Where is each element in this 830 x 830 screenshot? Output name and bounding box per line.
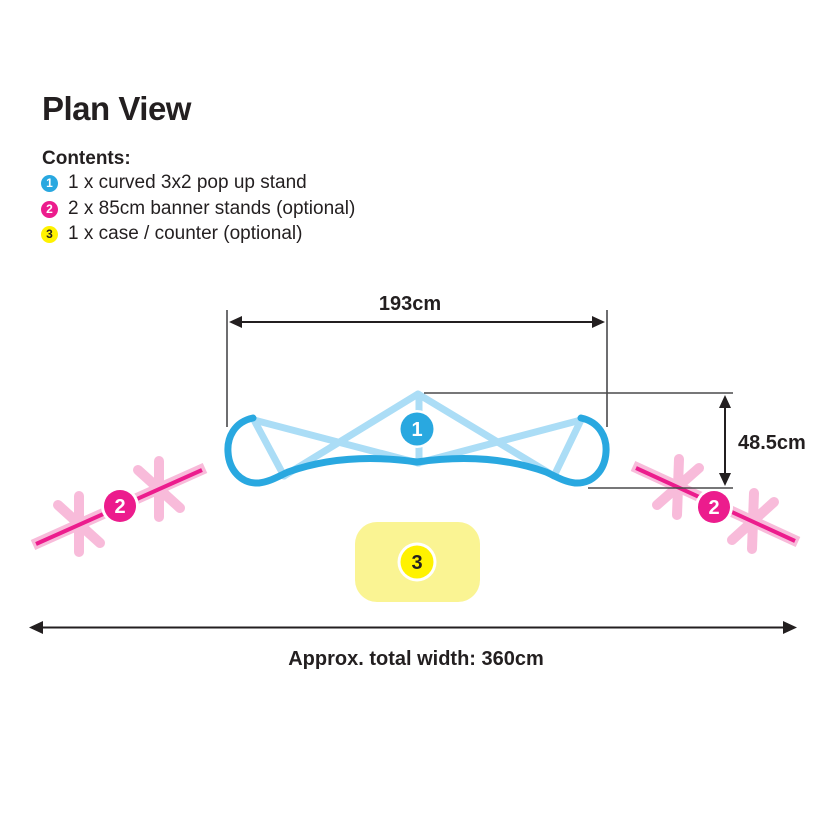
dimension-stand-depth: 48.5cm xyxy=(424,392,806,489)
marker-2-label: 2 xyxy=(114,496,125,518)
banner-stand-left: 2 xyxy=(30,456,208,557)
total-width-label: Approx. total width: 360cm xyxy=(288,648,544,670)
arrowhead-right-icon xyxy=(783,621,797,634)
stand-depth-label: 48.5cm xyxy=(738,432,806,454)
contents-item-label: 1 x curved 3x2 pop up stand xyxy=(68,172,307,193)
arrowhead-right-icon xyxy=(592,316,605,328)
marker-1-badge: 1 xyxy=(398,410,436,448)
marker-3-label: 3 xyxy=(411,552,422,574)
marker-3-icon: 3 xyxy=(41,225,58,243)
marker-2-badge: 2 xyxy=(101,487,139,525)
contents-item-label: 2 x 85cm banner stands (optional) xyxy=(68,198,356,219)
contents-item-label: 1 x case / counter (optional) xyxy=(68,223,303,244)
dimension-stand-width: 193cm xyxy=(226,293,608,427)
arrowhead-left-icon xyxy=(29,621,43,634)
contents-item-popup-stand: 1 1 x curved 3x2 pop up stand xyxy=(41,172,307,193)
banner-stand-right: 2 xyxy=(630,454,801,554)
contents-item-banner-stands: 2 2 x 85cm banner stands (optional) xyxy=(41,198,356,219)
marker-1-icon: 1 xyxy=(41,174,58,192)
marker-3-badge: 3 xyxy=(397,542,437,582)
arrowhead-up-icon xyxy=(719,395,731,408)
popup-stand-frame xyxy=(224,414,610,487)
case-counter: 3 xyxy=(355,522,480,602)
page-title: Plan View xyxy=(42,90,191,127)
popup-stand: 1 xyxy=(224,390,610,487)
arrowhead-left-icon xyxy=(229,316,242,328)
marker-2-icon: 2 xyxy=(41,200,58,218)
dimension-total-width: Approx. total width: 360cm xyxy=(29,621,797,670)
marker-1-label: 1 xyxy=(411,419,422,441)
marker-2-badge: 2 xyxy=(695,488,733,526)
stand-width-label: 193cm xyxy=(379,293,441,315)
arrowhead-down-icon xyxy=(719,473,731,486)
marker-2-label: 2 xyxy=(708,497,719,519)
contents-item-case-counter: 3 1 x case / counter (optional) xyxy=(41,223,303,244)
contents-heading: Contents: xyxy=(42,148,131,169)
